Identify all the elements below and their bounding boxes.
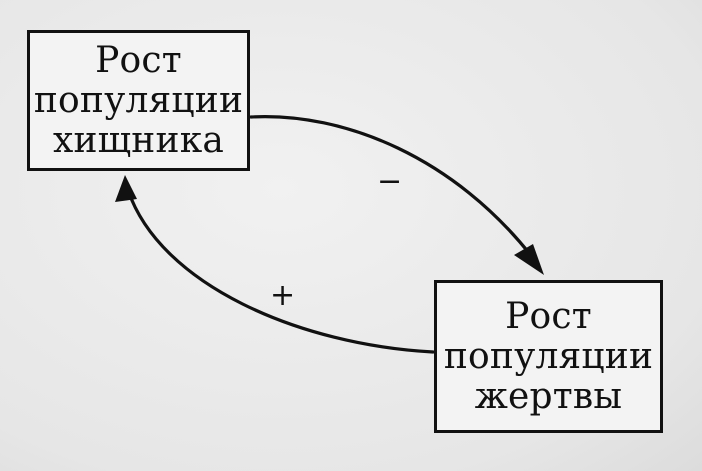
edge-prey-to-predator: [126, 188, 435, 354]
edge-sign-positive: +: [270, 278, 295, 313]
arrowhead-predator-to-prey: [514, 244, 544, 275]
node-predator-growth-label: Рост популяции хищника: [33, 39, 244, 161]
node-prey-growth-label: Рост популяции жертвы: [443, 295, 654, 417]
node-predator-growth: Рост популяции хищника: [27, 30, 250, 171]
arrowhead-prey-to-predator: [115, 175, 137, 202]
edge-sign-negative: −: [377, 164, 402, 199]
edge-predator-to-prey: [249, 115, 535, 260]
node-prey-growth: Рост популяции жертвы: [434, 280, 663, 433]
